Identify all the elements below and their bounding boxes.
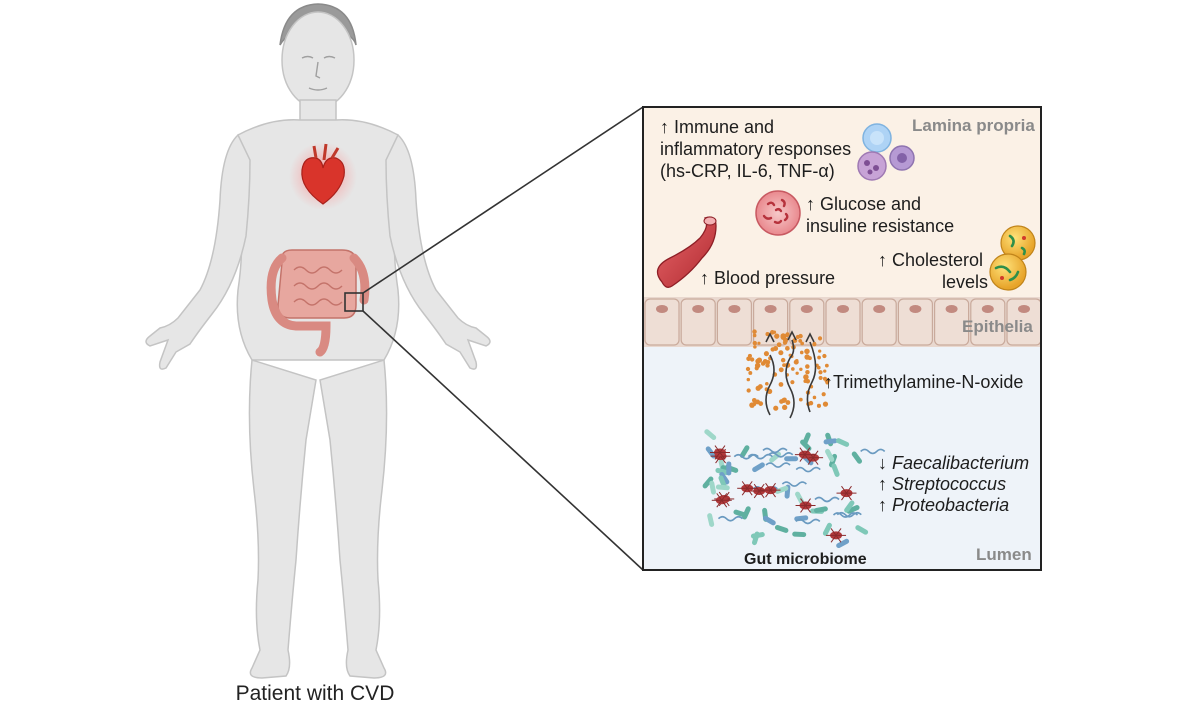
gut-microbiome-label: Gut microbiome [744,551,867,568]
immune-label-line2: inflammatory responses [660,139,852,159]
zoom-region [344,292,364,312]
gut-panel-frame [642,106,1042,571]
blood-vessel-icon [656,216,717,288]
gut-panel [643,107,1041,570]
zone-lamina-propria: Lamina propria [912,116,1035,135]
glucose-cell-icon [755,190,801,236]
zone-epithelia: Epithelia [962,317,1033,336]
face [301,55,336,91]
immune-cells-icon [857,123,915,181]
glucose-label-line2: insuline resistance [806,216,955,236]
immune-label-line3: (hs-CRP, IL-6, TNF-α) [660,161,835,181]
epithelial-cells [644,298,1041,346]
taxon-faecalibacterium: ↓ Faecalibacterium [878,453,1030,473]
bacteria-cluster [702,429,886,549]
glucose-label-line1: ↑ Glucose and [806,194,922,214]
zoom-line-bottom [362,310,644,571]
taxon-streptococcus: ↑ Streptococcus [878,474,1007,494]
taxon-proteobacteria: ↑ Proteobacteria [878,495,1010,515]
immune-label-line1: ↑ Immune and [660,117,775,137]
zone-lumen: Lumen [976,545,1032,564]
tmao-label: ↑Trimethylamine-N-oxide [824,372,1024,392]
cholesterol-icon [989,225,1036,291]
blood-pressure-label: ↑ Blood pressure [700,268,836,288]
tmao-molecules [745,329,830,419]
human-body [145,3,491,679]
heart-icon [289,142,357,210]
cholesterol-label-line2: levels [942,272,989,292]
intestine-icon [266,249,370,357]
patient-caption: Patient with CVD [235,682,395,705]
zoom-line-top [362,106,644,294]
cholesterol-label-line1: ↑ Cholesterol [878,250,984,270]
